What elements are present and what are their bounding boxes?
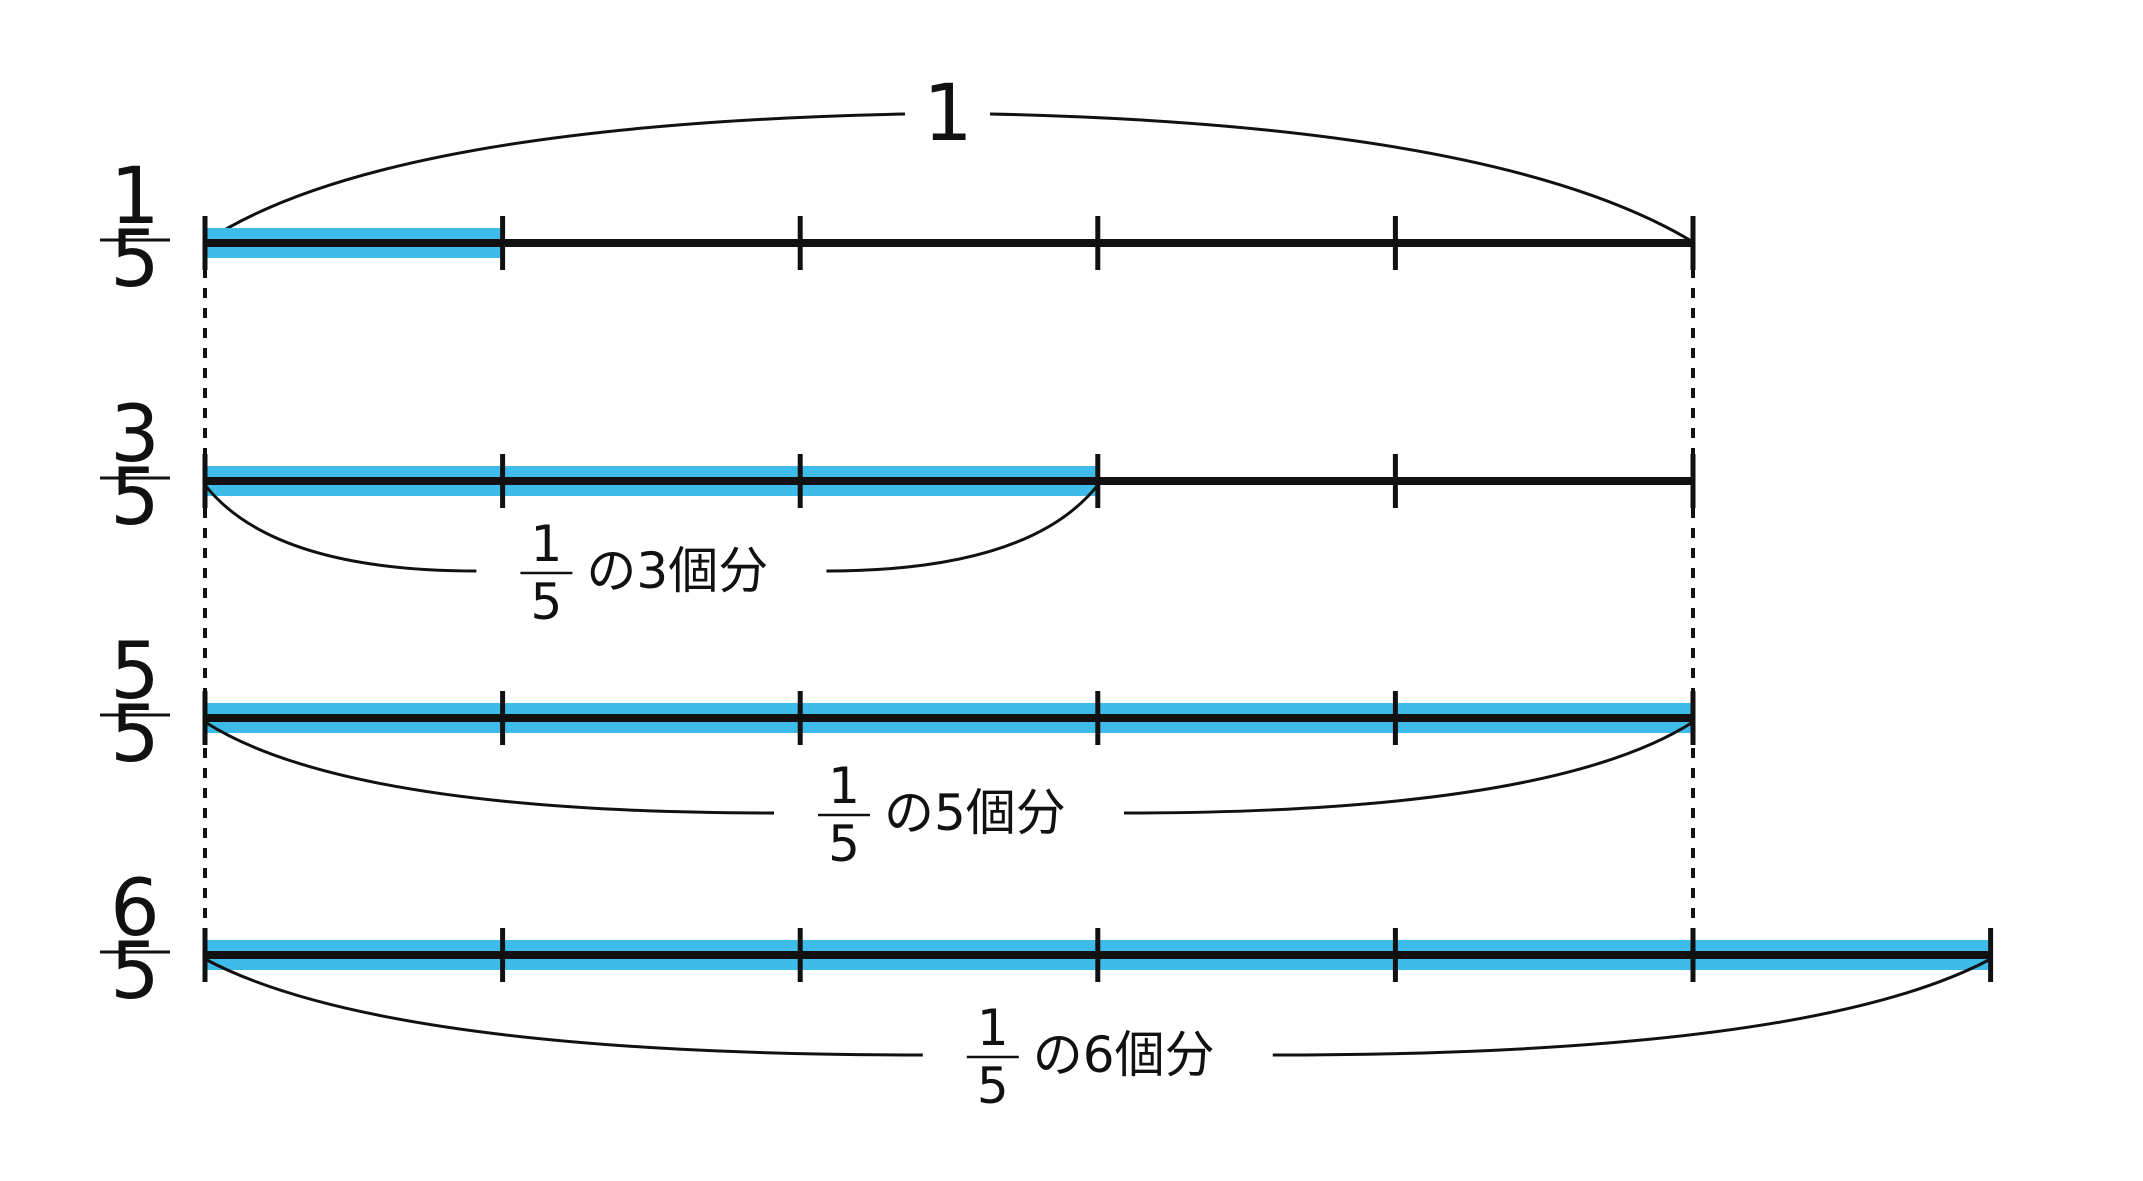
whole-arc-left xyxy=(204,112,906,244)
fraction-row-1: 15 xyxy=(100,152,1696,305)
whole-unit-arc: 1 xyxy=(204,69,1694,244)
row-fraction-denominator: 5 xyxy=(110,690,160,780)
brace-fraction-denominator: 5 xyxy=(828,815,860,873)
guide-lines xyxy=(203,248,1695,950)
row-fraction-numerator: 6 xyxy=(110,864,160,954)
row-brace-left xyxy=(203,484,477,573)
row-fraction-denominator: 5 xyxy=(110,215,160,305)
row-fraction-numerator: 5 xyxy=(110,627,160,717)
whole-unit-label: 1 xyxy=(923,69,973,159)
row-fraction-numerator: 3 xyxy=(110,390,160,480)
brace-count-label: の3個分 xyxy=(586,542,768,600)
brace-fraction-numerator: 1 xyxy=(828,757,860,815)
whole-arc-right xyxy=(989,112,1694,244)
brace-count-label: の6個分 xyxy=(1033,1026,1215,1084)
row-fraction-denominator: 5 xyxy=(110,927,160,1017)
row-fraction-numerator: 1 xyxy=(110,152,160,242)
row-brace-left xyxy=(204,720,775,815)
brace-fraction-denominator: 5 xyxy=(530,573,562,631)
brace-fraction-denominator: 5 xyxy=(977,1057,1009,1115)
row-brace-left xyxy=(204,957,923,1057)
row-brace-right xyxy=(1123,720,1694,815)
row-brace-right xyxy=(1272,957,1992,1057)
brace-count-label: の5個分 xyxy=(884,784,1066,842)
brace-fraction-numerator: 1 xyxy=(977,999,1009,1057)
brace-fraction-numerator: 1 xyxy=(530,515,562,573)
row-brace-right xyxy=(826,484,1099,573)
row-fraction-denominator: 5 xyxy=(110,453,160,543)
